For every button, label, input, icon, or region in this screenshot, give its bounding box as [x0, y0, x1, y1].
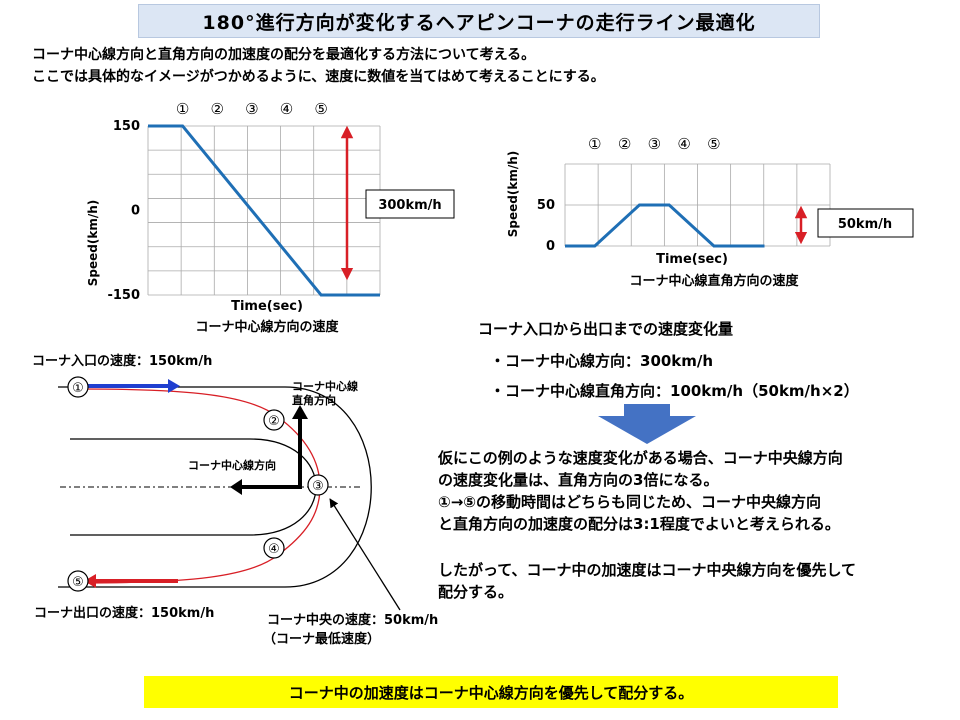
x-point-marker: ③	[648, 135, 661, 153]
point-1-marker: ①	[67, 376, 89, 398]
perpendicular-direction-arrow-head	[292, 405, 308, 419]
summary-item-2: ・コーナ中心線直角方向：100km/h（50km/h×2）	[490, 382, 859, 400]
x-point-marker: ⑤	[314, 100, 327, 118]
center-direction-label: コーナ中心線方向	[188, 458, 276, 472]
center-speed-pointer	[329, 498, 401, 611]
body-line-2: の速度変化量は、直角方向の3倍になる。	[438, 471, 719, 489]
x-point-marker: ⑤	[707, 135, 720, 153]
chart1-annotation-box	[365, 189, 455, 219]
chart1-title: コーナ中心線方向の速度	[195, 319, 339, 335]
x-point-marker: ①	[176, 100, 189, 118]
chart1-annotation: 300km/h	[378, 198, 441, 213]
y-tick-label: 50	[537, 198, 555, 213]
perpendicular-direction-label-2: 直角方向	[292, 393, 336, 407]
chart-centerline-speed: ① ② ③ ④ ⑤ 150 0 -150 300km/h Speed(km/h) Time(…	[86, 100, 455, 335]
conclusion-text: コーナ中の加速度はコーナ中心線方向を優先して配分する。	[288, 683, 694, 702]
center-speed-label: コーナ中央の速度：50km/h	[267, 612, 438, 628]
summary-item-1: ・コーナ中心線方向：300km/h	[490, 352, 714, 370]
summary-heading: コーナ入口から出口までの速度変化量	[478, 320, 734, 338]
center-direction-arrow-head	[230, 479, 242, 495]
chart1-point-markers: ① ② ③ ④ ⑤	[176, 100, 328, 118]
x-point-marker: ④	[677, 135, 690, 153]
chart1-xlabel: Time(sec)	[231, 299, 303, 314]
chart2-y-ticks: 50 0	[537, 198, 555, 254]
chart2-annotation-box	[817, 208, 914, 238]
body-line-3: ①→⑤の移動時間はどちらも同じため、コーナ中央線方向	[438, 493, 821, 511]
exit-arrow-head	[84, 574, 96, 588]
exit-speed-label: コーナ出口の速度：150km/h	[34, 605, 214, 621]
conclusion-box: コーナ中の加速度はコーナ中心線方向を優先して配分する。	[144, 676, 838, 708]
svg-text:③: ③	[312, 479, 324, 494]
x-point-marker: ①	[588, 135, 601, 153]
point-4-marker: ④	[263, 537, 285, 559]
chart1-series-line	[148, 124, 380, 297]
chart2-ylabel: Speed(km/h)	[506, 151, 520, 237]
body-line-5: したがって、コーナ中の加速度はコーナ中央線方向を優先して	[438, 561, 857, 579]
intro-line-2: ここでは具体的なイメージがつかめるように、速度に数値を当てはめて考えることにする…	[32, 69, 605, 85]
x-point-marker: ④	[280, 100, 293, 118]
road-outer-edge	[58, 386, 372, 588]
body-line-1: 仮にこの例のような速度変化がある場合、コーナ中央線方向	[438, 449, 843, 467]
svg-text:④: ④	[268, 542, 280, 557]
chart2-series-line	[565, 203, 765, 248]
chart2-annotation: 50km/h	[838, 217, 892, 232]
chart2-xlabel: Time(sec)	[656, 252, 728, 267]
hairpin-corner-diagram: ① ② ③ ④ ⑤ コーナ入口の速度：150km/h コーナ出口の速度：150k…	[32, 353, 438, 647]
chart1-ylabel: Speed(km/h)	[86, 200, 100, 286]
svg-text:②: ②	[268, 414, 280, 429]
chart1-y-ticks: 150 0 -150	[107, 119, 140, 303]
body-line-6: 配分する。	[438, 583, 514, 601]
x-point-marker: ②	[211, 100, 224, 118]
y-tick-label: -150	[107, 288, 140, 303]
point-2-marker: ②	[263, 409, 285, 431]
page-title-text: 180°進行方向が変化するヘアピンコーナの走行ライン最適化	[202, 11, 756, 34]
y-tick-label: 150	[113, 119, 140, 134]
x-point-marker: ③	[245, 100, 258, 118]
min-speed-label: （コーナ最低速度）	[263, 631, 380, 647]
chart2-title: コーナ中心線直角方向の速度	[629, 273, 799, 289]
svg-text:①: ①	[72, 381, 84, 396]
entry-speed-label: コーナ入口の速度：150km/h	[32, 353, 212, 369]
y-tick-label: 0	[546, 239, 555, 254]
point-3-marker: ③	[307, 474, 329, 496]
body-line-4: と直角方向の加速度の配分は3:1程度でよいと考えられる。	[438, 515, 840, 533]
entry-arrow-head	[168, 379, 180, 393]
chart1-grid	[147, 125, 381, 296]
perpendicular-direction-label-1: コーナ中心線	[292, 379, 358, 393]
chart2-grid	[564, 163, 831, 247]
y-tick-label: 0	[131, 204, 140, 219]
svg-text:⑤: ⑤	[72, 575, 84, 590]
x-point-marker: ②	[618, 135, 631, 153]
point-5-marker: ⑤	[67, 570, 89, 592]
page-title: 180°進行方向が変化するヘアピンコーナの走行ライン最適化	[138, 4, 820, 38]
intro-line-1: コーナ中心線方向と直角方向の加速度の配分を最適化する方法について考える。	[32, 47, 536, 63]
down-arrow-icon	[598, 404, 696, 444]
